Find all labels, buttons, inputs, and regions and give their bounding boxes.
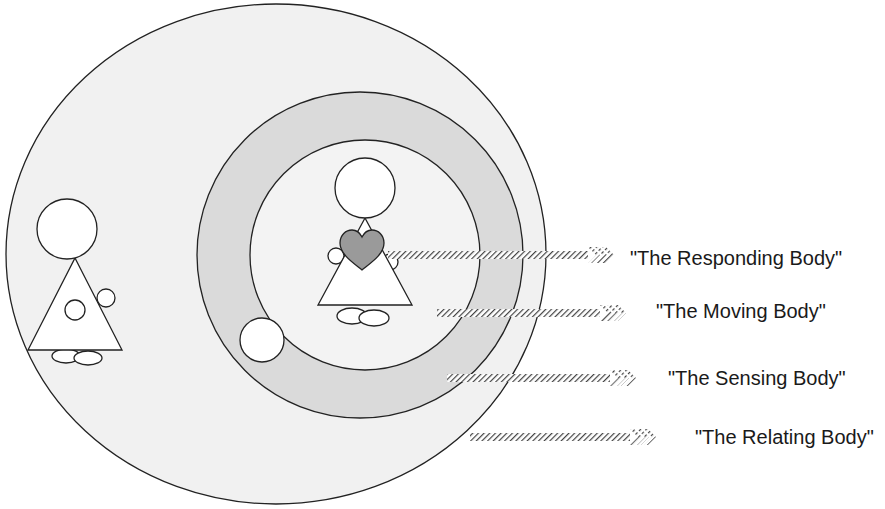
layer-label: "The Responding Body": [630, 246, 842, 270]
leader-arrows: [388, 247, 656, 445]
layer-label: "The Relating Body": [695, 425, 874, 449]
heart: [340, 230, 384, 270]
layer-label: "The Moving Body": [656, 299, 826, 323]
ball: [240, 318, 284, 362]
other-person-figure: [28, 199, 122, 365]
layer-label: "The Sensing Body": [668, 366, 846, 390]
self-figure: [318, 158, 412, 326]
